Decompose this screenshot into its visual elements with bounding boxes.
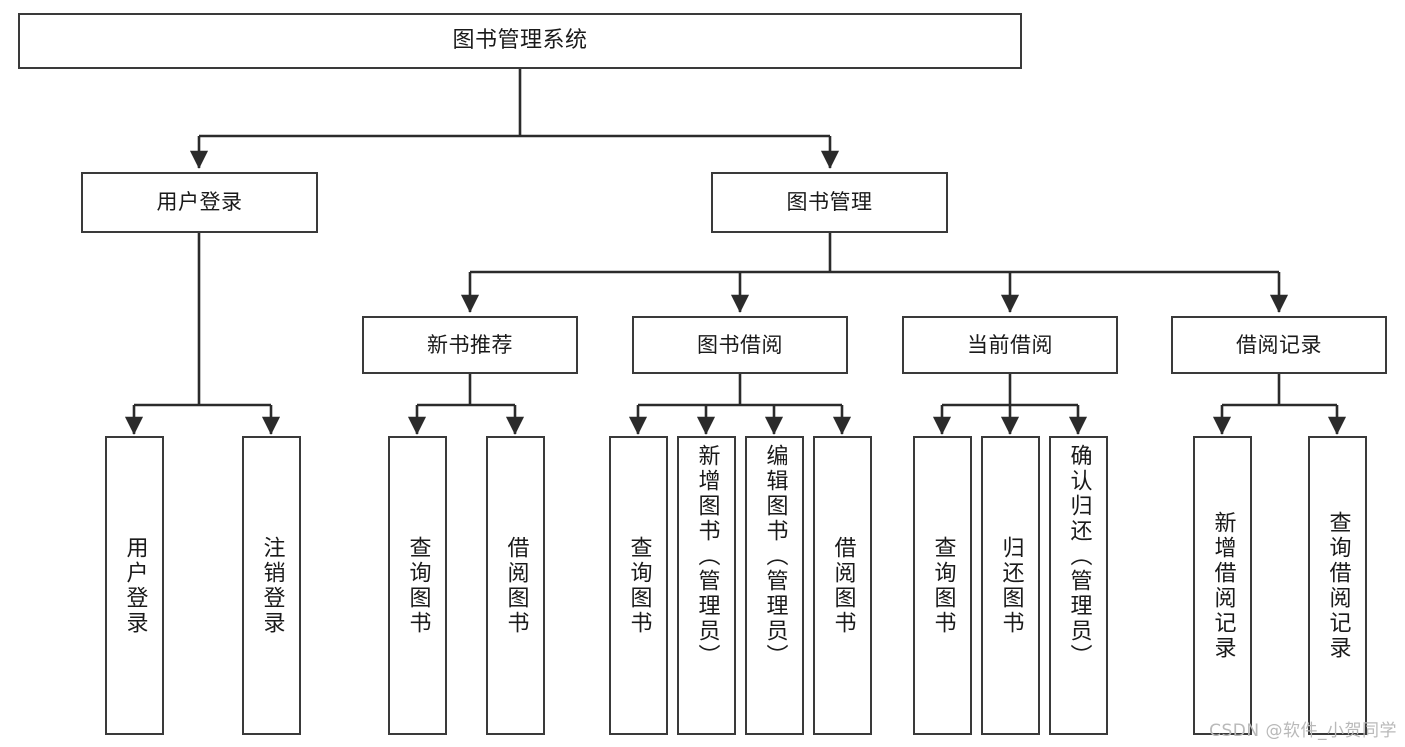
node-book-borrowing[interactable]: 图书借阅 — [632, 316, 848, 374]
node-leaf-user-login[interactable]: 用户登录 — [105, 436, 164, 735]
node-label: 归还图书 — [998, 535, 1024, 636]
node-leaf-borrow-book-1[interactable]: 借阅图书 — [486, 436, 545, 735]
node-label: 确认归还（管理员） — [1066, 444, 1092, 669]
node-label: 新书推荐 — [427, 332, 513, 357]
node-label: 编辑图书（管理员） — [762, 444, 788, 669]
node-leaf-edit-book-admin[interactable]: 编辑图书（管理员） — [745, 436, 804, 735]
node-leaf-query-book-2[interactable]: 查询图书 — [609, 436, 668, 735]
node-root-book-management-system[interactable]: 图书管理系统 — [18, 13, 1022, 69]
node-user-login[interactable]: 用户登录 — [81, 172, 318, 233]
node-label: 用户登录 — [122, 535, 148, 636]
node-leaf-add-book-admin[interactable]: 新增图书（管理员） — [677, 436, 736, 735]
node-label: 借阅记录 — [1236, 332, 1322, 357]
node-leaf-borrow-book-2[interactable]: 借阅图书 — [813, 436, 872, 735]
node-label: 查询图书 — [930, 535, 956, 636]
node-label: 新增借阅记录 — [1210, 510, 1236, 661]
node-leaf-query-book-3[interactable]: 查询图书 — [913, 436, 972, 735]
node-leaf-confirm-return-admin[interactable]: 确认归还（管理员） — [1049, 436, 1108, 735]
node-borrowing-records[interactable]: 借阅记录 — [1171, 316, 1387, 374]
node-new-book-recommendation[interactable]: 新书推荐 — [362, 316, 578, 374]
node-label: 注销登录 — [259, 535, 285, 636]
node-label: 查询图书 — [405, 535, 431, 636]
node-leaf-logout-login[interactable]: 注销登录 — [242, 436, 301, 735]
node-label: 图书管理 — [786, 190, 873, 215]
node-label: 借阅图书 — [503, 535, 529, 636]
node-label: 新增图书（管理员） — [694, 444, 720, 669]
node-label: 查询借阅记录 — [1325, 510, 1351, 661]
node-label: 当前借阅 — [967, 332, 1053, 357]
node-label: 借阅图书 — [830, 535, 856, 636]
node-label: 查询图书 — [626, 535, 652, 636]
node-label: 图书管理系统 — [452, 28, 588, 54]
csdn-watermark: CSDN @软件_小贺同学 — [1209, 721, 1397, 741]
node-leaf-return-book[interactable]: 归还图书 — [981, 436, 1040, 735]
node-leaf-query-book-1[interactable]: 查询图书 — [388, 436, 447, 735]
node-leaf-query-borrow-record[interactable]: 查询借阅记录 — [1308, 436, 1367, 735]
node-leaf-add-borrow-record[interactable]: 新增借阅记录 — [1193, 436, 1252, 735]
node-current-borrowing[interactable]: 当前借阅 — [902, 316, 1118, 374]
node-label: 用户登录 — [156, 190, 243, 215]
node-book-management[interactable]: 图书管理 — [711, 172, 948, 233]
node-label: 图书借阅 — [697, 332, 783, 357]
